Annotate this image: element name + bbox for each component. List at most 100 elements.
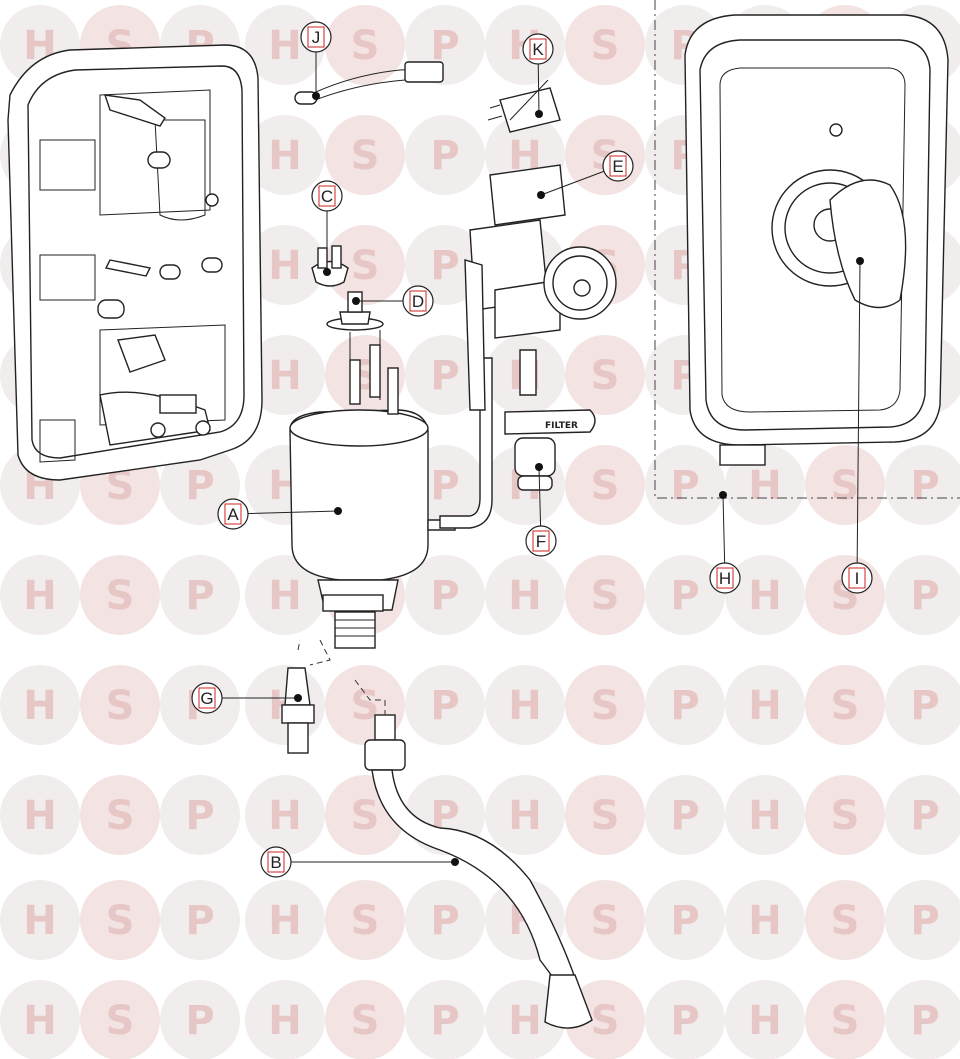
watermark-tile: P	[885, 665, 960, 745]
watermark-letter: S	[591, 463, 620, 509]
watermark-tile: P	[405, 880, 485, 960]
watermark-letter: H	[508, 683, 541, 729]
watermark-letter: P	[185, 898, 214, 944]
watermark-letter: S	[351, 898, 380, 944]
watermark-letter: H	[23, 683, 56, 729]
callout-i[interactable]: I	[841, 562, 873, 594]
watermark-letter: H	[23, 793, 56, 839]
watermark-letter: H	[268, 898, 301, 944]
watermark-letter: H	[508, 998, 541, 1044]
callout-b[interactable]: B	[260, 846, 292, 878]
watermark-letter: S	[831, 898, 860, 944]
callout-a[interactable]: A	[217, 498, 249, 530]
watermark-letter: S	[591, 898, 620, 944]
watermark-letter: H	[268, 998, 301, 1044]
watermark-tile: P	[405, 115, 485, 195]
watermark-letter: H	[268, 353, 301, 399]
watermark-letter: S	[106, 683, 135, 729]
watermark-tile: S	[80, 880, 160, 960]
leader-dot-b	[451, 858, 459, 866]
watermark-tile: H	[485, 980, 565, 1059]
leader-dot-c	[323, 268, 331, 276]
watermark-letter: H	[268, 23, 301, 69]
watermark-letter: P	[185, 793, 214, 839]
watermark-tile: H	[725, 880, 805, 960]
callout-g[interactable]: G	[191, 682, 223, 714]
inlet-tube	[439, 357, 493, 529]
watermark-letter: H	[748, 793, 781, 839]
watermark-letter: P	[670, 793, 699, 839]
watermark-letter: P	[430, 133, 459, 179]
watermark-tile: S	[80, 980, 160, 1059]
watermark-tile: P	[405, 980, 485, 1059]
callout-k[interactable]: K	[522, 33, 554, 65]
watermark-tile: S	[805, 880, 885, 960]
watermark-tile: S	[325, 980, 405, 1059]
watermark-letter: P	[670, 898, 699, 944]
watermark-letter: P	[430, 463, 459, 509]
watermark-tile: S	[565, 665, 645, 745]
callout-label: B	[270, 853, 281, 872]
watermark-tile: P	[405, 335, 485, 415]
callout-d[interactable]: D	[402, 285, 434, 317]
watermark-letter: H	[23, 998, 56, 1044]
watermark-tile: H	[0, 665, 80, 745]
watermark-tile: H	[485, 775, 565, 855]
callout-labels: A B C D E F G H I J K	[191, 21, 873, 878]
watermark-letter: H	[23, 898, 56, 944]
watermark-letter: H	[748, 683, 781, 729]
watermark-letter: P	[185, 998, 214, 1044]
watermark-tile: H	[725, 555, 805, 635]
pressure-relief-part	[281, 639, 331, 754]
watermark-tile: S	[565, 115, 645, 195]
leader-dot-g	[294, 694, 302, 702]
callout-box	[716, 567, 734, 589]
watermark-tile: P	[645, 555, 725, 635]
callout-box	[318, 185, 336, 207]
watermark-letter: P	[430, 243, 459, 289]
watermark-tile: S	[565, 775, 645, 855]
watermark-letter: S	[351, 793, 380, 839]
watermark-tile: H	[245, 225, 325, 305]
watermark-letter: S	[591, 793, 620, 839]
control-knob-part	[771, 169, 907, 309]
watermark-tile: H	[485, 555, 565, 635]
watermark-letter: P	[185, 463, 214, 509]
switch-bracket-part	[464, 164, 617, 411]
watermark-letter: H	[508, 793, 541, 839]
watermark-tile: P	[160, 980, 240, 1059]
callout-box	[848, 567, 866, 589]
callout-box	[267, 851, 285, 873]
watermark-letter: P	[670, 998, 699, 1044]
watermark-tile: P	[885, 980, 960, 1059]
watermark-tile: S	[80, 665, 160, 745]
watermark-letter: S	[351, 243, 380, 289]
watermark-tile: H	[245, 5, 325, 85]
watermark-letter: H	[268, 573, 301, 619]
callout-e[interactable]: E	[602, 150, 634, 182]
watermark-tile: P	[160, 880, 240, 960]
watermark-tile: P	[885, 445, 960, 525]
watermark-tile: S	[805, 665, 885, 745]
watermark-letter: H	[748, 898, 781, 944]
watermark-tile: H	[245, 335, 325, 415]
watermark-tile: P	[645, 880, 725, 960]
watermark-tile: P	[160, 445, 240, 525]
leader-dot-i	[856, 257, 864, 265]
callout-h[interactable]: H	[709, 562, 741, 594]
callout-f[interactable]: F	[525, 525, 557, 557]
watermark-tile: S	[565, 335, 645, 415]
watermark-letter: H	[748, 998, 781, 1044]
watermark-tile: S	[325, 115, 405, 195]
watermark-letter: P	[430, 353, 459, 399]
watermark-tile: P	[885, 775, 960, 855]
watermark-letter: S	[831, 683, 860, 729]
leader-dot-f	[535, 463, 543, 471]
watermark-tile: P	[405, 555, 485, 635]
callout-j[interactable]: J	[300, 21, 332, 53]
construction-lines	[654, 0, 960, 499]
leader-line-i	[856, 260, 861, 579]
callout-c[interactable]: C	[311, 180, 343, 212]
watermark-letter: P	[430, 683, 459, 729]
watermark-tile: P	[885, 555, 960, 635]
